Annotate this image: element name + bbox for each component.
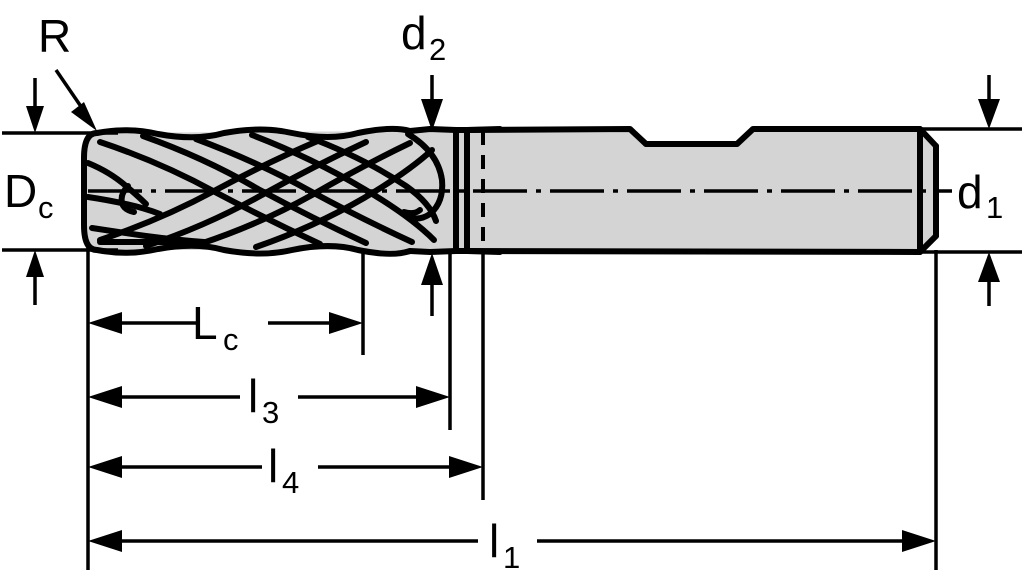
label-d1-sub: 1 xyxy=(986,190,1003,225)
dimension-Lc-group: L c xyxy=(88,297,363,357)
d1-top-arrowhead xyxy=(978,99,1000,129)
flute-runout xyxy=(403,131,446,222)
dimension-l4-group: l 4 xyxy=(88,440,483,500)
dimension-d2-group: d 2 xyxy=(401,7,446,316)
flute-line xyxy=(197,140,413,247)
flute-line xyxy=(143,139,369,249)
label-l1-main: l xyxy=(489,515,499,567)
label-d2-sub: 2 xyxy=(429,32,446,67)
label-l3-sub: 3 xyxy=(262,395,279,430)
flute-line xyxy=(140,133,369,246)
l4-left-arrowhead xyxy=(88,456,122,478)
label-d1-main: d xyxy=(957,166,983,218)
corner-radius-nose xyxy=(81,130,100,253)
end-cutting-edge xyxy=(85,194,163,217)
l1-right-arrowhead xyxy=(902,530,936,552)
label-Dc-main: D xyxy=(4,165,37,217)
Lc-left-arrowhead xyxy=(88,312,122,334)
l3-right-arrowhead xyxy=(416,386,450,408)
dimension-l3-group: l 3 xyxy=(88,370,450,430)
l4-right-arrowhead xyxy=(449,456,483,478)
label-d2-main: d xyxy=(401,7,427,59)
Dc-bottom-arrowhead xyxy=(26,250,44,277)
label-Lc-main: L xyxy=(192,297,218,349)
l1-left-arrowhead xyxy=(88,530,122,552)
label-Dc-sub: c xyxy=(38,190,54,225)
l3-left-arrowhead xyxy=(88,386,122,408)
label-Lc-sub: c xyxy=(223,322,239,357)
dimension-d1-group: d 1 xyxy=(910,75,1022,306)
dimension-l1-group: l 1 xyxy=(88,515,936,575)
dimension-Dc-group: D c xyxy=(2,78,118,305)
d2-bottom-arrowhead xyxy=(421,253,443,285)
cutting-head-outline-bottom xyxy=(94,242,413,257)
label-R: R xyxy=(38,10,71,62)
d2-leader-arrowhead xyxy=(421,99,443,131)
flute-line xyxy=(249,132,437,243)
d1-bottom-arrowhead xyxy=(978,252,1000,282)
flute-runout xyxy=(401,207,423,217)
cutting-head-outline xyxy=(94,125,413,141)
dimension-R-group: R xyxy=(38,10,97,131)
label-l3-main: l xyxy=(248,370,258,422)
flute-line xyxy=(253,147,435,250)
tool-body-group xyxy=(81,125,952,257)
R-leader-shaft xyxy=(54,69,84,109)
extension-lines-group xyxy=(86,245,938,570)
label-l4-main: l xyxy=(268,440,278,492)
label-l4-sub: 4 xyxy=(282,465,299,500)
R-leader-arrowhead xyxy=(71,102,97,131)
label-l1-sub: 1 xyxy=(503,540,520,575)
Lc-right-arrowhead xyxy=(329,312,363,334)
Dc-top-arrowhead xyxy=(26,106,44,133)
flute-line xyxy=(305,134,439,224)
